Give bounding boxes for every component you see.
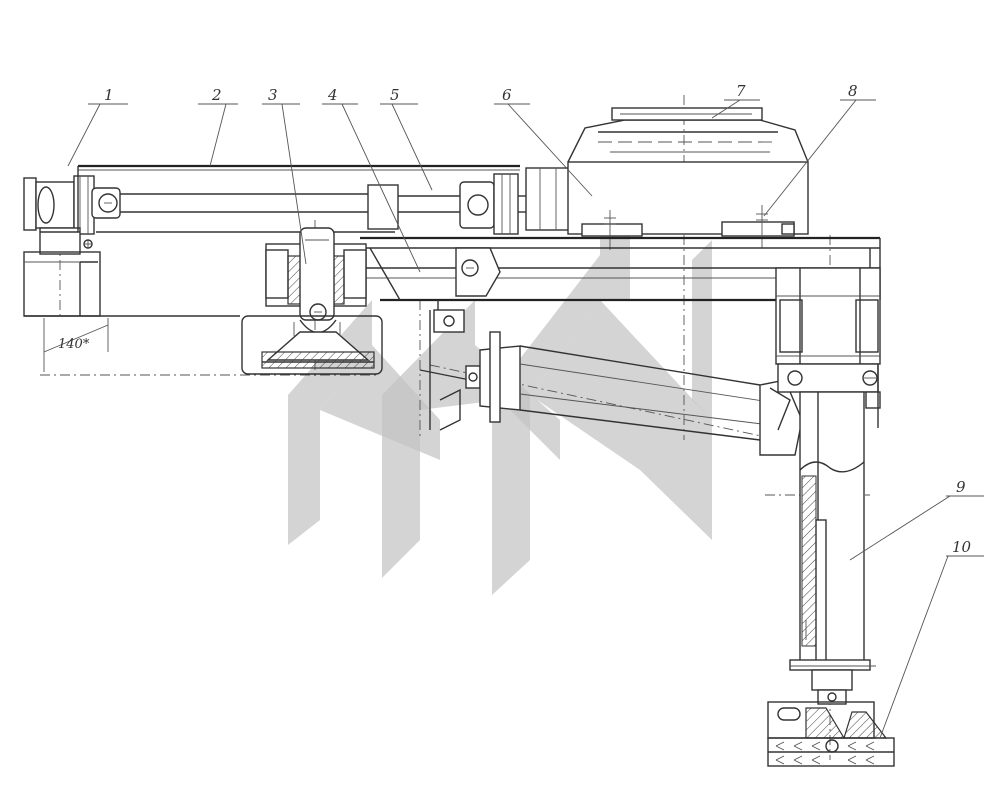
support-foot (767, 665, 895, 767)
drive-shaft-upper (77, 164, 530, 235)
gearbox-assembly (525, 107, 809, 250)
callout-2: 2 (211, 86, 222, 104)
vertical-column (775, 267, 881, 705)
main-beam (345, 236, 881, 302)
callout-7: 7 (736, 82, 746, 100)
callout-3: 3 (268, 86, 278, 104)
callout-numbers: 1 2 3 4 5 6 7 8 9 10 (104, 82, 972, 556)
callout-8: 8 (848, 82, 858, 100)
callout-5: 5 (390, 86, 400, 104)
callout-10: 10 (952, 538, 972, 556)
dimension-text: 140* (58, 337, 90, 352)
callout-1: 1 (104, 86, 114, 104)
callout-6: 6 (502, 86, 512, 104)
callout-4: 4 (327, 86, 338, 104)
callout-leaders (67, 99, 984, 739)
dimension-140: 140* (43, 318, 109, 372)
left-drive-unit (23, 175, 240, 317)
callout-9: 9 (956, 478, 966, 496)
bearing-housing (241, 227, 383, 375)
